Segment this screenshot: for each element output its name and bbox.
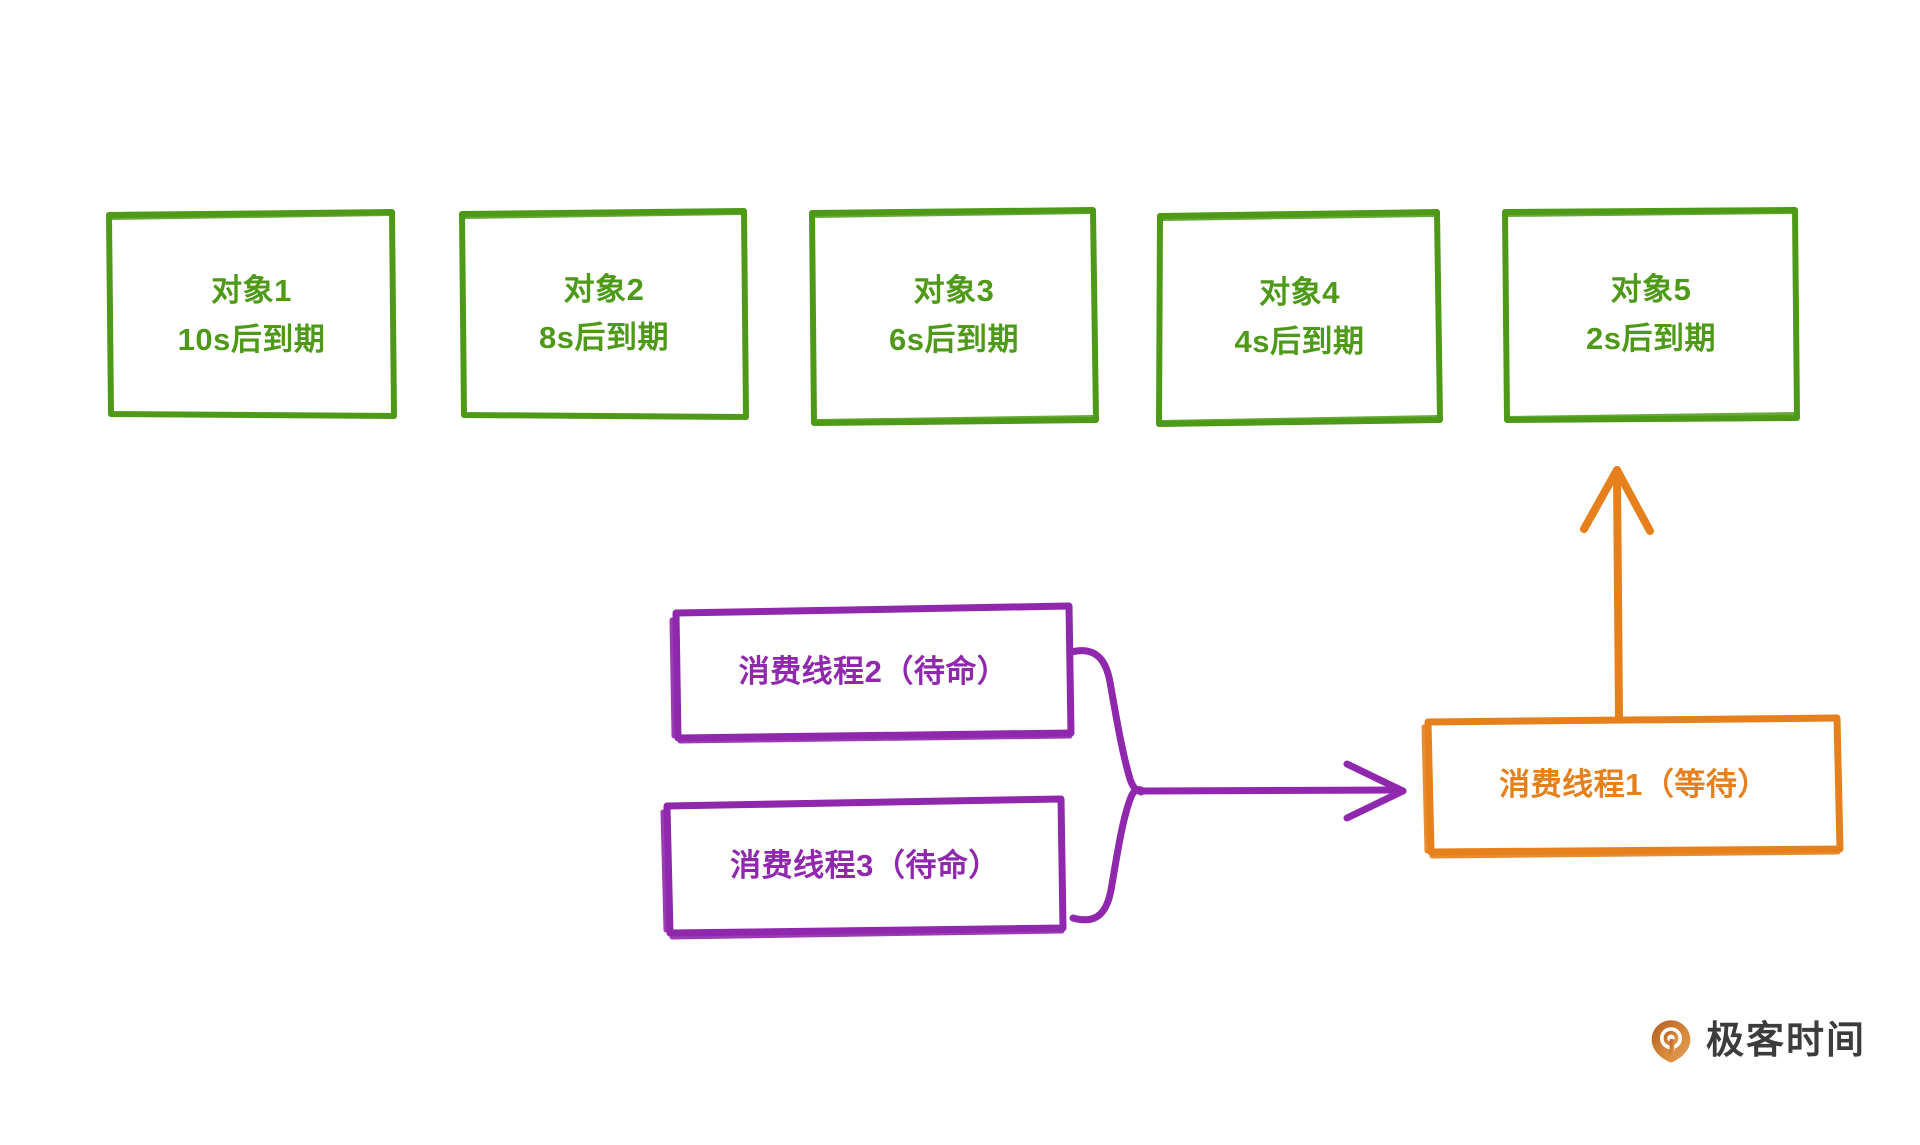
object-box-3-subtitle: 6s后到期	[889, 321, 1019, 357]
arrow-standby-to-waiting	[1137, 760, 1407, 822]
object-box-3[interactable]: 对象3 6s后到期	[812, 212, 1096, 419]
object-box-5-subtitle: 2s后到期	[1586, 320, 1716, 356]
standby-thread-box-2-label: 消费线程2（待命）	[738, 654, 1009, 690]
waiting-thread-box[interactable]: 消费线程1（等待）	[1428, 719, 1840, 851]
geektime-watermark: 极客时间	[1648, 1018, 1866, 1064]
standby-thread-box-3[interactable]: 消费线程3（待命）	[667, 801, 1063, 931]
arrow-waiting-to-object5	[1580, 466, 1654, 721]
object-box-2-title: 对象2	[563, 271, 645, 307]
waiting-thread-box-label: 消费线程1（等待）	[1499, 767, 1769, 803]
object-box-5[interactable]: 对象5 2s后到期	[1505, 211, 1797, 418]
object-box-4-title: 对象4	[1259, 275, 1340, 311]
object-box-1[interactable]: 对象1 10s后到期	[109, 215, 394, 416]
standby-group-brace	[1067, 647, 1145, 924]
geektime-logo-icon	[1651, 1020, 1691, 1063]
object-box-1-title: 对象1	[211, 273, 292, 309]
standby-thread-box-2[interactable]: 消费线程2（待命）	[676, 608, 1071, 736]
object-box-2-subtitle: 8s后到期	[539, 320, 669, 355]
object-box-4[interactable]: 对象4 4s后到期	[1159, 214, 1440, 421]
object-box-3-title: 对象3	[913, 273, 995, 309]
object-box-5-title: 对象5	[1610, 272, 1692, 308]
standby-thread-box-3-label: 消费线程3（待命）	[730, 848, 1000, 884]
geektime-logo-text: 极客时间	[1706, 1020, 1867, 1062]
object-box-1-subtitle: 10s后到期	[177, 321, 326, 357]
object-box-2[interactable]: 对象2 8s后到期	[462, 212, 746, 416]
object-box-4-subtitle: 4s后到期	[1234, 323, 1365, 359]
